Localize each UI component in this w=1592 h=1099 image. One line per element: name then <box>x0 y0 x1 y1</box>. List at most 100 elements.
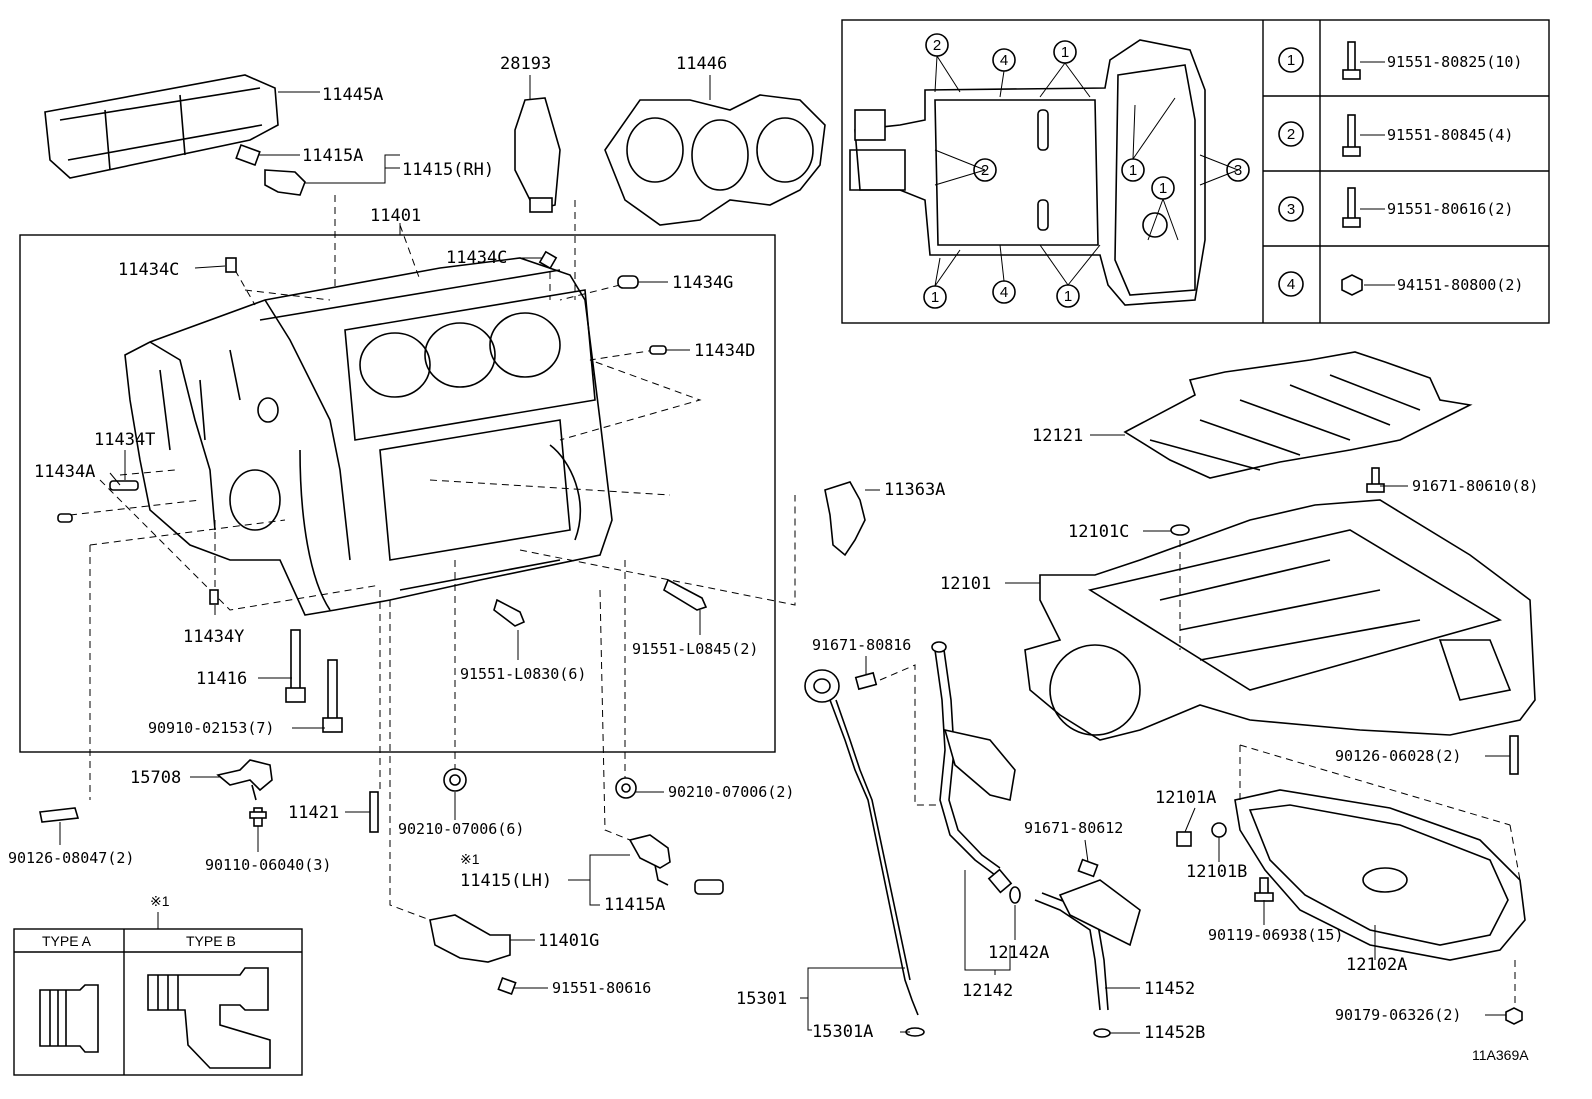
label-90126-06028: 90126-06028(2) <box>1335 747 1461 765</box>
label-12121: 12121 <box>1032 426 1083 446</box>
label-11434D: 11434D <box>694 341 755 361</box>
label-15301A: 15301A <box>812 1022 873 1042</box>
label-11434C-a: 11434C <box>118 260 179 280</box>
washer-12101B-drawing <box>1211 822 1227 838</box>
label-11434Y: 11434Y <box>183 627 244 647</box>
part-12121-drawing <box>1123 351 1473 479</box>
svg-text:1: 1 <box>1159 180 1167 197</box>
bolt-91671-80612-drawing <box>1077 858 1099 878</box>
bolt-table: 1 2 3 4 91551-80825(10) 91551-80845(4) 9… <box>1278 41 1523 297</box>
nut-90179-drawing <box>1505 1007 1523 1025</box>
label-11415-lh: 11415(LH) <box>460 871 552 891</box>
bolt-table-row-4-part: 94151-80800(2) <box>1397 276 1523 294</box>
label-90210-07006-a: 90210-07006(6) <box>398 820 524 838</box>
label-11434C-b: 11434C <box>446 248 507 268</box>
label-11434G: 11434G <box>672 273 733 293</box>
note-mark-1: ※1 <box>460 851 480 867</box>
oring-12101C-drawing <box>1170 524 1190 536</box>
bolt-91671-80816-drawing <box>854 671 878 691</box>
label-90110-06040: 90110-06040(3) <box>205 856 331 874</box>
svg-text:1: 1 <box>1129 162 1137 179</box>
bottom-left-parts <box>39 759 724 996</box>
label-90179-06326: 90179-06326(2) <box>1335 1006 1461 1024</box>
pins-drawing <box>57 250 667 605</box>
label-11415A-top: 11415A <box>302 146 363 166</box>
label-11434T: 11434T <box>94 430 155 450</box>
part-11415A-top-drawing <box>235 143 306 196</box>
label-11452B: 11452B <box>1144 1023 1205 1043</box>
svg-text:4: 4 <box>1287 276 1295 293</box>
svg-text:1: 1 <box>1287 52 1295 69</box>
label-28193: 28193 <box>500 54 551 74</box>
label-15708: 15708 <box>130 768 181 788</box>
label-12102A: 12102A <box>1346 955 1407 975</box>
label-12101B: 12101B <box>1186 862 1247 882</box>
label-12101C: 12101C <box>1068 522 1129 542</box>
label-11415-rh: 11415(RH) <box>402 160 494 180</box>
bolt-table-row-2-part: 91551-80845(4) <box>1387 126 1513 144</box>
oring-12142A-drawing <box>1009 886 1021 904</box>
part-12142-drawing <box>931 641 1016 894</box>
part-12101-drawing <box>1024 499 1536 741</box>
label-91671-80816: 91671-80816 <box>812 636 911 654</box>
main-dashed-leaders <box>69 195 796 921</box>
label-91551-80616: 91551-80616 <box>552 979 651 997</box>
label-11445A: 11445A <box>322 85 383 105</box>
label-11416: 11416 <box>196 669 247 689</box>
label-12101: 12101 <box>940 574 991 594</box>
type-table <box>13 928 303 1076</box>
label-91551-L0845: 91551-L0845(2) <box>632 640 758 658</box>
label-12101A: 12101A <box>1155 788 1216 808</box>
label-90119-06938: 90119-06938(15) <box>1208 926 1343 944</box>
label-11434A: 11434A <box>34 462 95 482</box>
svg-text:4: 4 <box>1000 52 1008 69</box>
svg-text:1: 1 <box>1064 288 1072 305</box>
type-a-label: TYPE A <box>42 933 92 949</box>
cylinder-block-drawing <box>124 257 613 616</box>
svg-text:4: 4 <box>1000 284 1008 301</box>
stud-90126-06028-drawing <box>1509 735 1519 775</box>
part-12102A-drawing <box>1234 789 1526 961</box>
svg-text:3: 3 <box>1287 201 1295 218</box>
leader-lines <box>59 75 1510 1034</box>
label-11415A-bottom: 11415A <box>604 895 665 915</box>
label-11401G: 11401G <box>538 931 599 951</box>
note-mark-2: ※1 <box>150 893 170 909</box>
bolt-table-row-1-part: 91551-80825(10) <box>1387 53 1522 71</box>
block-bolts-drawing <box>285 578 708 733</box>
type-b-label: TYPE B <box>186 933 236 949</box>
inset-markers: 2 4 1 1 2 1 1 3 1 4 <box>923 33 1250 309</box>
label-90126-08047: 90126-08047(2) <box>8 849 134 867</box>
diagram-code: 11A369A <box>1472 1047 1529 1063</box>
svg-text:2: 2 <box>1287 126 1295 143</box>
label-91551-L0830: 91551-L0830(6) <box>460 665 586 683</box>
label-11401: 11401 <box>370 206 421 226</box>
label-90210-07006-b: 90210-07006(2) <box>668 783 794 801</box>
part-15301-drawing <box>804 669 925 1037</box>
svg-text:2: 2 <box>933 37 941 54</box>
label-90910-02153: 90910-02153(7) <box>148 719 274 737</box>
svg-text:1: 1 <box>931 289 939 306</box>
label-11421: 11421 <box>288 803 339 823</box>
part-11446-drawing <box>604 94 826 226</box>
part-labels: 11445A 11415A 11415(RH) 28193 11446 1140… <box>8 54 1538 1063</box>
cylinder-block-frame <box>19 234 776 753</box>
label-12142A: 12142A <box>988 943 1049 963</box>
part-28193-drawing <box>514 97 561 213</box>
inset-oil-pan-drawing <box>849 39 1206 306</box>
part-11445A-drawing <box>44 74 279 179</box>
label-11452: 11452 <box>1144 979 1195 999</box>
part-11452-drawing <box>1034 879 1141 1038</box>
label-91671-80610: 91671-80610(8) <box>1412 477 1538 495</box>
label-12142: 12142 <box>962 981 1013 1001</box>
label-11363A: 11363A <box>884 480 945 500</box>
svg-text:1: 1 <box>1061 44 1069 61</box>
part-11363A-drawing <box>824 481 866 557</box>
label-11446: 11446 <box>676 54 727 74</box>
bolt-table-row-3-part: 91551-80616(2) <box>1387 200 1513 218</box>
label-91671-80612: 91671-80612 <box>1024 819 1123 837</box>
label-15301: 15301 <box>736 989 787 1009</box>
bolt-12101A-drawing <box>1176 831 1192 847</box>
